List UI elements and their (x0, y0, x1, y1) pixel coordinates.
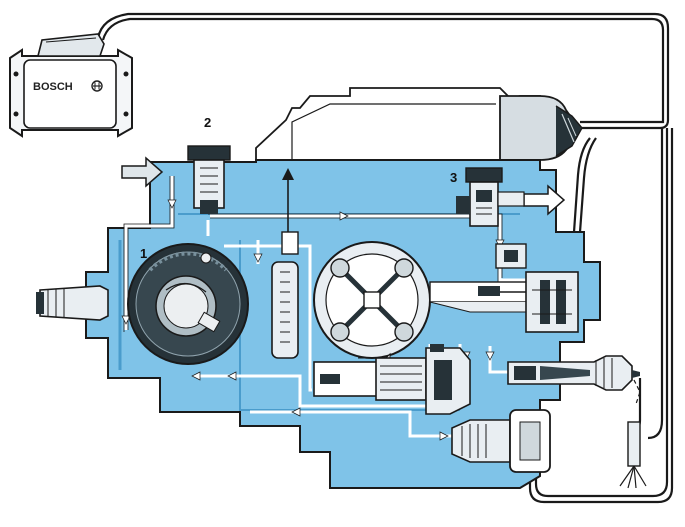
flow-arrow-down (167, 199, 177, 209)
flow-arrow-down (121, 315, 131, 325)
distributor-plunger (429, 271, 579, 333)
callout-3: 3 (450, 170, 457, 185)
flow-arrow-left (291, 407, 301, 417)
wiring-harness (96, 12, 674, 504)
pump-electrical-connector (499, 95, 583, 161)
ecu-brand-label: BOSCH (33, 81, 73, 93)
flow-arrow-left (191, 371, 201, 381)
fuel-injector (507, 355, 641, 405)
flow-arrow-right (439, 431, 449, 441)
drive-shaft (36, 285, 109, 321)
vane-supply-pump (127, 243, 249, 365)
fuel-inlet-arrow (121, 156, 164, 188)
spray-icon (619, 421, 647, 489)
shutoff-solenoid-valve (456, 167, 527, 269)
ecu-front-panel (23, 59, 117, 129)
pump-upper-housing (255, 87, 541, 161)
roller-ring-cam (313, 241, 431, 364)
flow-arrow-down (253, 253, 263, 263)
timing-gear-strip (271, 168, 299, 359)
flow-arrow-left (227, 371, 237, 381)
ecu-connector (36, 33, 105, 57)
timing-device (313, 344, 471, 415)
flow-arrows (121, 199, 505, 441)
callout-2: 2 (204, 115, 211, 130)
callout-1: 1 (140, 246, 147, 261)
bosch-armature-icon (91, 80, 103, 92)
pressure-control-valve (187, 145, 231, 236)
solenoid-actuator (451, 409, 551, 473)
flow-arrow-down (485, 351, 495, 361)
ecu-control-unit: BOSCH (9, 33, 133, 138)
flow-arrow-right (339, 211, 349, 221)
fuel-outlet-arrow (523, 184, 566, 216)
